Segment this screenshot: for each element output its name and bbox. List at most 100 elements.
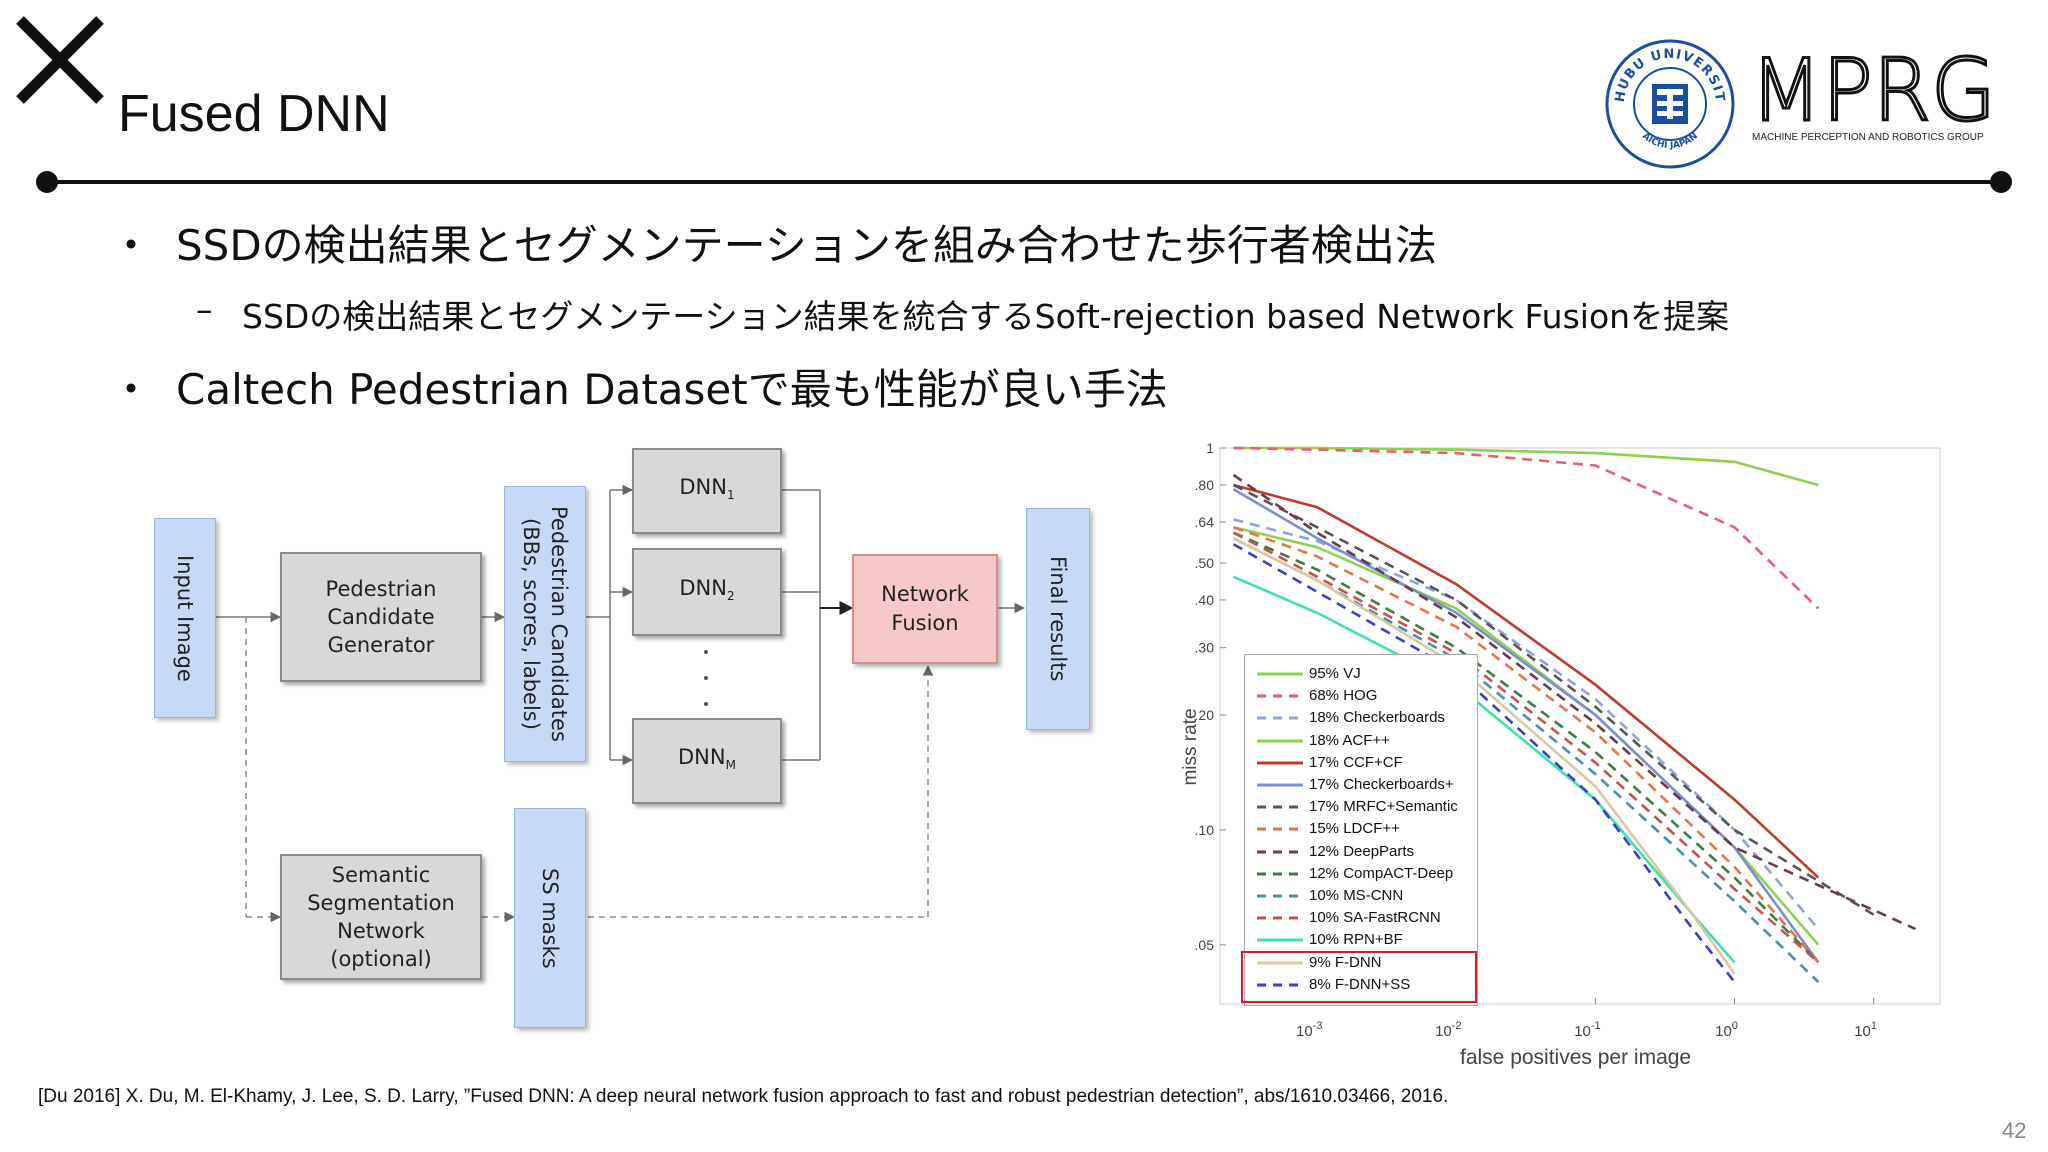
series-line: [1232, 483, 1875, 916]
legend-label: 17% Checkerboards+: [1309, 776, 1454, 793]
series-line: [1232, 531, 1820, 964]
legend-swatch: [1257, 850, 1303, 854]
x-tick-label: 10-2: [1435, 1020, 1461, 1040]
legend-swatch: [1257, 983, 1303, 987]
close-icon[interactable]: [14, 14, 106, 106]
legend-label: 10% MS-CNN: [1309, 887, 1404, 904]
y-tick-label: .64: [1195, 514, 1215, 530]
legend-label: 17% CCF+CF: [1309, 753, 1403, 771]
final-results-label: Final results: [1046, 556, 1070, 682]
segmentation-network-block: Semantic Segmentation Network (optional): [280, 854, 482, 980]
citation: [Du 2016] X. Du, M. El-Khamy, J. Lee, S.…: [38, 1086, 1449, 1107]
legend-label: 9% F-DNN: [1309, 953, 1382, 971]
legend-swatch: [1257, 827, 1303, 831]
y-tick-label: .05: [1195, 937, 1215, 953]
dnn-m-label: DNNM: [678, 744, 736, 773]
legend-swatch: [1257, 672, 1303, 676]
dnn-m-block: DNNM: [632, 718, 782, 804]
input-image-block: Input Image: [154, 518, 216, 718]
legend-label: 95% VJ: [1309, 665, 1361, 682]
slide-title: Fused DNN: [118, 85, 390, 143]
segmentation-line-3: Network: [337, 919, 425, 943]
legend-swatch: [1257, 716, 1303, 720]
y-tick-label: .40: [1195, 592, 1215, 608]
segmentation-line-1: Semantic: [331, 863, 431, 887]
x-tick-label: 101: [1854, 1020, 1877, 1040]
rule-right-dot: [1990, 171, 2012, 193]
series-line: [1233, 483, 1820, 879]
network-fusion-block: Network Fusion: [852, 554, 998, 664]
x-tick-label: 100: [1715, 1020, 1738, 1040]
segmentation-line-4: (optional): [330, 947, 432, 971]
series-line: [1233, 446, 1820, 610]
ss-masks-label: SS masks: [538, 867, 562, 969]
legend-swatch: [1257, 805, 1303, 809]
legend-label: 12% CompACT-Deep: [1309, 864, 1454, 882]
series-line: [1232, 537, 1820, 983]
sub-bullet-1-text: SSDの検出結果とセグメンテーション結果を統合するSoft-rejection …: [242, 297, 1730, 336]
legend-highlight-box: [1241, 951, 1477, 1003]
title-divider: [46, 180, 2006, 184]
legend-label: 17% MRFC+Semantic: [1309, 798, 1458, 816]
series-line: [1233, 526, 1820, 964]
svg-text:MPRG: MPRG: [1750, 50, 1996, 130]
chubu-university-logo: CHUBU UNIVERSITY AICHI JAPAN: [1598, 27, 1736, 170]
legend-swatch: [1257, 916, 1303, 920]
bullet-mark: ・: [110, 221, 153, 270]
legend-label: 15% LDCF++: [1309, 820, 1400, 838]
dnn-2-label: DNN2: [679, 575, 735, 604]
x-axis-label: false positives per image: [1460, 1046, 1692, 1069]
dnn-1-label: DNN1: [679, 474, 735, 503]
legend-label: 12% DeepParts: [1309, 842, 1415, 860]
y-axis-label: miss rate: [1180, 708, 1201, 786]
legend-swatch: [1257, 894, 1303, 898]
series-line: [1232, 537, 1736, 975]
y-tick-label: .50: [1195, 555, 1215, 571]
series-line: [1233, 526, 1820, 946]
y-tick-label: 1: [1206, 440, 1214, 456]
generator-line-2: Candidate: [327, 605, 435, 629]
dnn-1-block: DNN1: [632, 448, 782, 534]
generator-line-3: Generator: [327, 633, 435, 657]
series-line: [1233, 518, 1820, 930]
fusion-line-1: Network: [881, 582, 969, 606]
legend-label: 18% ACF++: [1309, 731, 1390, 749]
series-line: [1232, 543, 1736, 983]
fusion-line-2: Fusion: [891, 611, 959, 635]
input-image-label: Input Image: [173, 554, 197, 682]
legend-swatch: [1257, 783, 1303, 787]
candidate-generator-block: Pedestrian Candidate Generator: [280, 552, 482, 682]
page-number: 42: [2002, 1118, 2027, 1143]
candidates-line-2: (BBs, scores, labels): [519, 518, 543, 730]
legend-label: 8% F-DNN+SS: [1309, 975, 1411, 993]
y-tick-label: .20: [1195, 707, 1215, 723]
x-tick-label: 10-1: [1574, 1020, 1600, 1040]
bullet-2-text: Caltech Pedestrian Datasetで最も性能が良い手法: [176, 365, 1168, 414]
diagram-connectors: [216, 484, 1026, 923]
series-line: [1233, 446, 1819, 487]
legend-label: 10% SA-FastRCNN: [1309, 909, 1441, 927]
mprg-logo: MPRG MACHINE PERCEPTION AND ROBOTICS GRO…: [1749, 40, 2000, 150]
legend-swatch: [1257, 938, 1303, 942]
x-tick-label: 10-3: [1296, 1020, 1322, 1040]
dnn-2-block: DNN2: [632, 548, 782, 636]
pedestrian-candidates-block: Pedestrian Candidates (BBs, scores, labe…: [504, 486, 586, 762]
legend-swatch: [1257, 739, 1303, 743]
legend-swatch: [1257, 761, 1303, 765]
legend-swatch: [1257, 961, 1303, 965]
final-results-block: Final results: [1026, 508, 1090, 730]
ss-masks-block: SS masks: [514, 808, 586, 1028]
legend-label: 18% Checkerboards: [1309, 709, 1445, 727]
bullet-1-text: SSDの検出結果とセグメンテーションを組み合わせた歩行者検出法: [176, 221, 1437, 270]
series-line: [1232, 488, 1820, 964]
mprg-subtitle: MACHINE PERCEPTION AND ROBOTICS GROUP: [1752, 132, 1984, 143]
candidates-line-1: Pedestrian Candidates: [547, 506, 571, 742]
y-tick-label: .10: [1195, 822, 1215, 838]
segmentation-line-2: Segmentation: [307, 891, 455, 915]
sub-bullet-mark: –: [196, 290, 213, 329]
generator-line-1: Pedestrian: [325, 577, 437, 601]
legend-swatch: [1257, 872, 1303, 876]
legend-swatch: [1257, 694, 1303, 698]
